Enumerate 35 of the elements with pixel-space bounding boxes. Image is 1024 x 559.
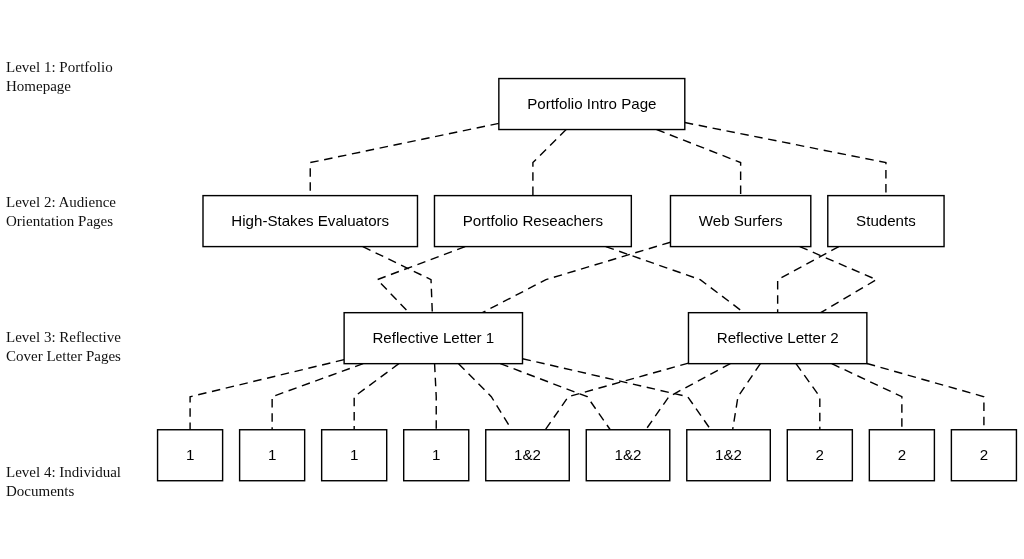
connector bbox=[353, 362, 400, 431]
node-box: High-Stakes Evaluators bbox=[202, 194, 419, 248]
connector bbox=[362, 245, 433, 314]
node-box: 1 bbox=[403, 428, 470, 482]
node-box: 1&2 bbox=[585, 428, 671, 482]
connector bbox=[532, 128, 567, 197]
connector bbox=[271, 362, 364, 431]
node-box: 2 bbox=[950, 428, 1018, 482]
node-box: Portfolio Reseachers bbox=[433, 194, 633, 248]
node-box: Reflective Letter 2 bbox=[687, 311, 868, 365]
node-box: 1&2 bbox=[686, 428, 771, 482]
node-box: 1 bbox=[238, 428, 306, 482]
level-label: Level 3: Reflective Cover Letter Pages bbox=[6, 327, 122, 366]
connector bbox=[731, 362, 762, 431]
node-box: Portfolio Intro Page bbox=[498, 77, 686, 131]
node-box: 1 bbox=[156, 428, 224, 482]
connector bbox=[776, 245, 840, 314]
node-box: 1&2 bbox=[485, 428, 570, 482]
node-box: Web Surfers bbox=[669, 194, 812, 248]
connector bbox=[499, 362, 611, 431]
node-box: 2 bbox=[786, 428, 854, 482]
connector bbox=[799, 245, 878, 314]
connector bbox=[189, 358, 345, 431]
node-box: Students bbox=[827, 194, 945, 248]
level-label: Level 2: Audience Orientation Pages bbox=[6, 193, 117, 232]
connector bbox=[544, 362, 690, 431]
node-box: Reflective Letter 1 bbox=[343, 311, 524, 365]
node-box: 2 bbox=[868, 428, 936, 482]
connector bbox=[645, 362, 731, 431]
level-label: Level 4: Individual Documents bbox=[6, 462, 122, 501]
level-label: Level 1: Portfolio Homepage bbox=[6, 58, 114, 97]
connector bbox=[433, 362, 437, 431]
node-box: 1 bbox=[320, 428, 388, 482]
connector bbox=[655, 128, 742, 197]
connector bbox=[795, 362, 821, 431]
